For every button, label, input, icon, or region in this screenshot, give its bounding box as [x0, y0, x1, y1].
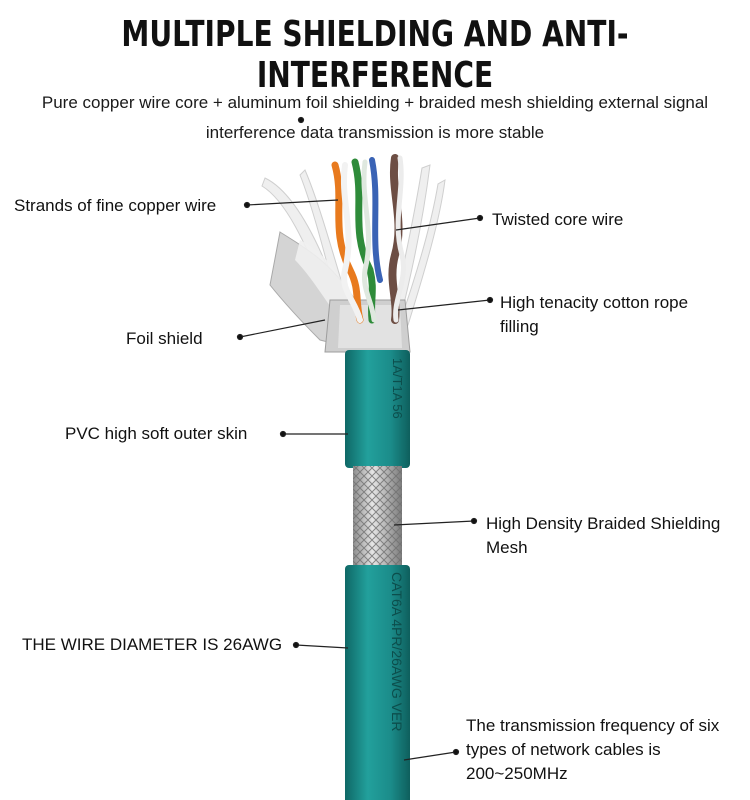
jacket-print-upper: 1A/T1A 56 [390, 358, 405, 419]
foil-shield [269, 231, 411, 353]
jacket-upper [345, 350, 410, 468]
callout-foil-shield: Foil shield [126, 329, 203, 348]
callout-braided-line-1: High Density Braided Shielding [486, 514, 721, 533]
callout-pvc-skin: PVC high soft outer skin [65, 424, 248, 443]
callout-twisted-core: Twisted core wire [492, 210, 624, 229]
leader-lines [236, 116, 494, 761]
callout-wire-diameter: THE WIRE DIAMETER IS 26AWG [22, 635, 283, 654]
jacket-print-lower: CAT6A 4PR/26AWG VER [389, 572, 405, 732]
callout-strands: Strands of fine copper wire [14, 196, 217, 215]
callout-braided-line-2: Mesh [486, 538, 528, 557]
page-title: MULTIPLE SHIELDING AND ANTI-INTERFERENCE [121, 14, 629, 96]
callout-frequency: The transmission frequency of six types … [466, 714, 746, 786]
callout-frequency-line-2: types of network cables is [466, 740, 661, 759]
jacket-lower [345, 565, 410, 800]
callout-cotton-line-1: High tenacity cotton rope [500, 293, 689, 312]
subtitle-line-2: interference data transmission is more s… [205, 123, 545, 142]
callout-cotton-line-2: filling [500, 317, 539, 336]
subtitle-line-1: Pure copper wire core + aluminum foil sh… [41, 93, 709, 112]
page-subtitle: Pure copper wire core + aluminum foil sh… [20, 88, 730, 148]
callout-frequency-line-1: The transmission frequency of six [466, 716, 720, 735]
twisted-pairs [331, 154, 406, 324]
callout-frequency-line-3: 200~250MHz [466, 764, 568, 783]
callout-cotton-filling: High tenacity cotton rope filling [500, 291, 740, 339]
callout-braided-mesh: High Density Braided Shielding Mesh [486, 512, 748, 560]
